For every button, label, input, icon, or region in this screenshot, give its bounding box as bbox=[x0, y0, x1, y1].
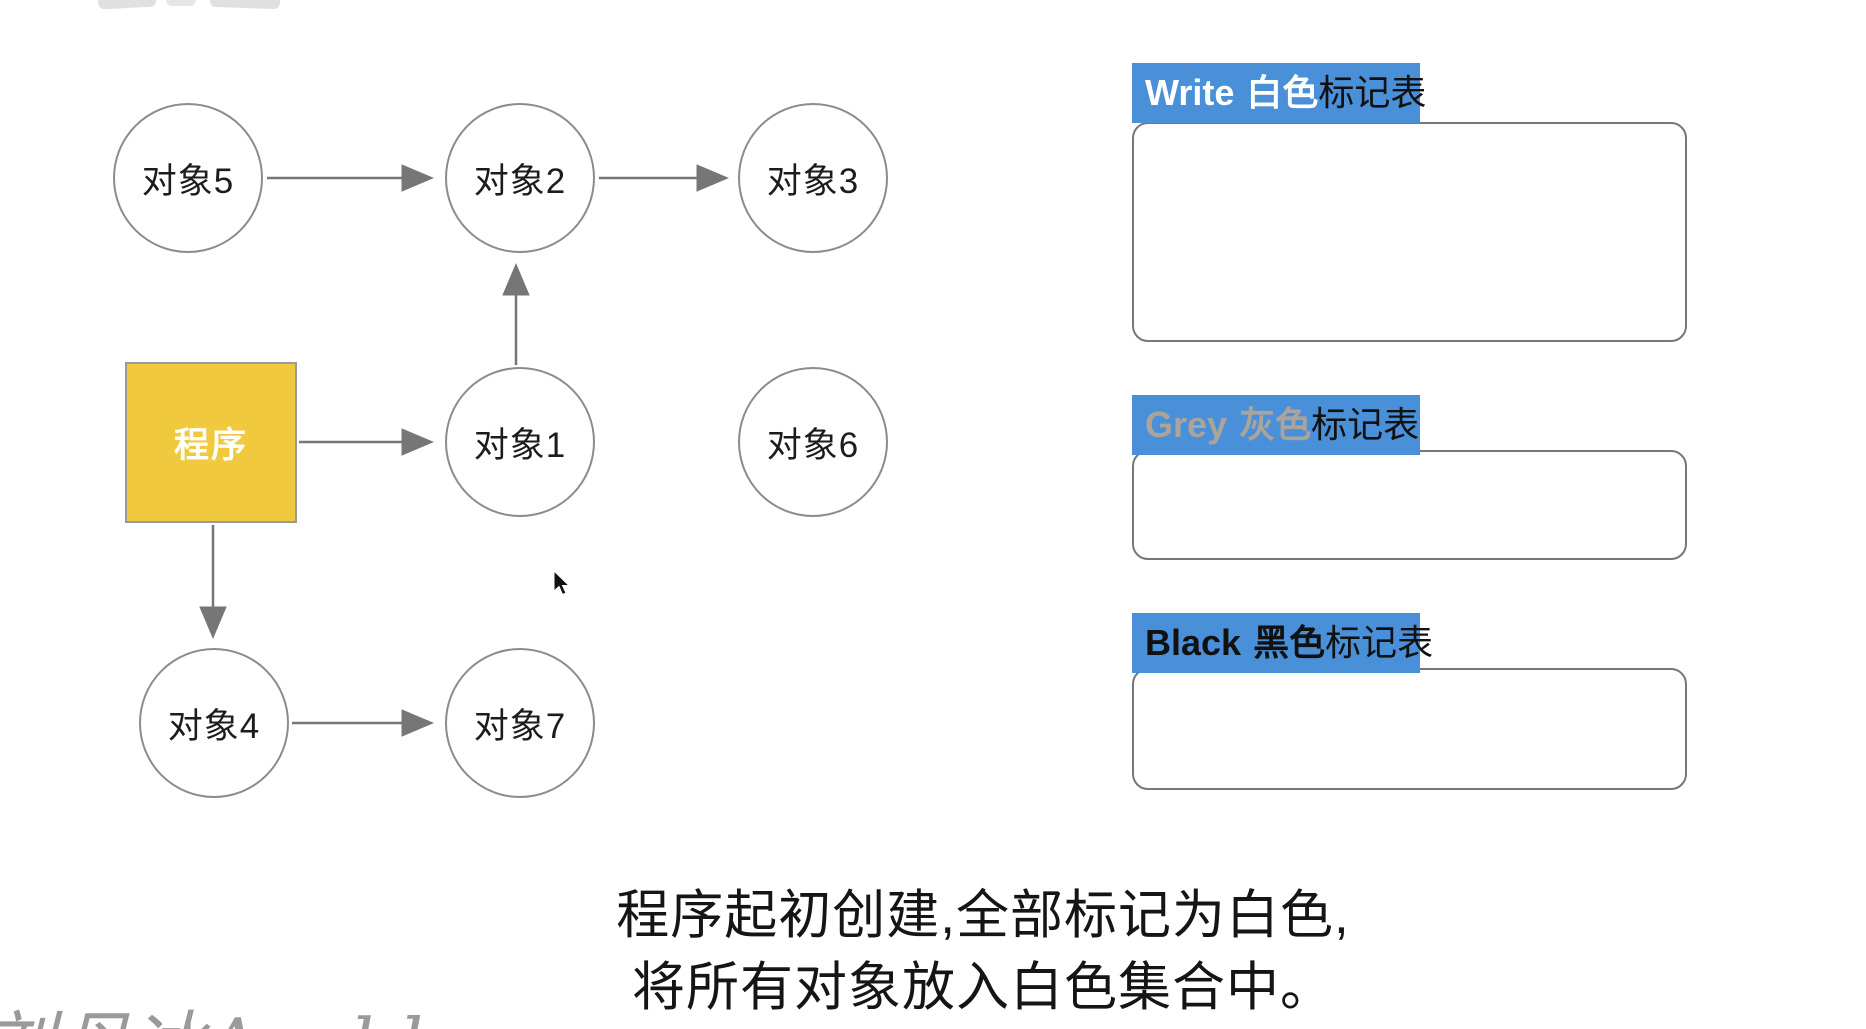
mouse-arrow-icon bbox=[553, 570, 571, 596]
node-label: 对象7 bbox=[473, 706, 567, 746]
node-label: 对象6 bbox=[766, 425, 860, 465]
logo-remnant-blob bbox=[97, 0, 157, 10]
logo-remnant-blob bbox=[209, 0, 281, 10]
black-mark-table-box bbox=[1132, 668, 1687, 790]
black-mark-table-header: Black 黑色标记表 bbox=[1132, 613, 1433, 673]
node-object7: 对象7 bbox=[445, 648, 595, 798]
node-label: 对象4 bbox=[167, 706, 261, 746]
grey-table-name-zh: 灰色 bbox=[1239, 404, 1312, 445]
node-label: 对象2 bbox=[473, 161, 567, 201]
node-label: 对象5 bbox=[141, 161, 235, 201]
caption-line-1: 程序起初创建,全部标记为白色, bbox=[616, 886, 1350, 945]
node-object5: 对象5 bbox=[113, 103, 263, 253]
white-table-name-zh: 白色 bbox=[1246, 72, 1319, 113]
caption: 程序起初创建,全部标记为白色, 将所有对象放入白色集合中。 bbox=[418, 880, 1548, 1024]
grey-table-suffix: 标记表 bbox=[1311, 404, 1420, 445]
logo-remnant-blob bbox=[166, 0, 196, 6]
black-table-name-zh: 黑色 bbox=[1253, 622, 1326, 663]
node-label: 程序 bbox=[173, 426, 248, 465]
node-object2: 对象2 bbox=[445, 103, 595, 253]
white-mark-table-box bbox=[1132, 122, 1687, 342]
cropped-logo-remnant bbox=[97, 0, 281, 10]
node-object3: 对象3 bbox=[738, 103, 888, 253]
grey-table-name-en: Grey bbox=[1145, 404, 1228, 445]
node-object1: 对象1 bbox=[445, 367, 595, 517]
caption-line-2: 将所有对象放入白色集合中。 bbox=[632, 958, 1334, 1017]
node-object4: 对象4 bbox=[139, 648, 289, 798]
grey-mark-table-box bbox=[1132, 450, 1687, 560]
black-table-name-en: Black bbox=[1145, 622, 1242, 663]
white-table-name-en: Write bbox=[1145, 72, 1235, 113]
white-table-suffix: 标记表 bbox=[1318, 72, 1427, 113]
node-label: 对象3 bbox=[766, 161, 860, 201]
node-label: 对象1 bbox=[473, 425, 567, 465]
grey-mark-table-header: Grey 灰色标记表 bbox=[1132, 395, 1420, 455]
black-table-suffix: 标记表 bbox=[1325, 622, 1434, 663]
watermark-signature: 刘丹冰Aceld bbox=[0, 986, 426, 1029]
node-object6: 对象6 bbox=[738, 367, 888, 517]
white-mark-table-header: Write 白色标记表 bbox=[1132, 63, 1426, 123]
node-program: 程序 bbox=[125, 362, 297, 523]
